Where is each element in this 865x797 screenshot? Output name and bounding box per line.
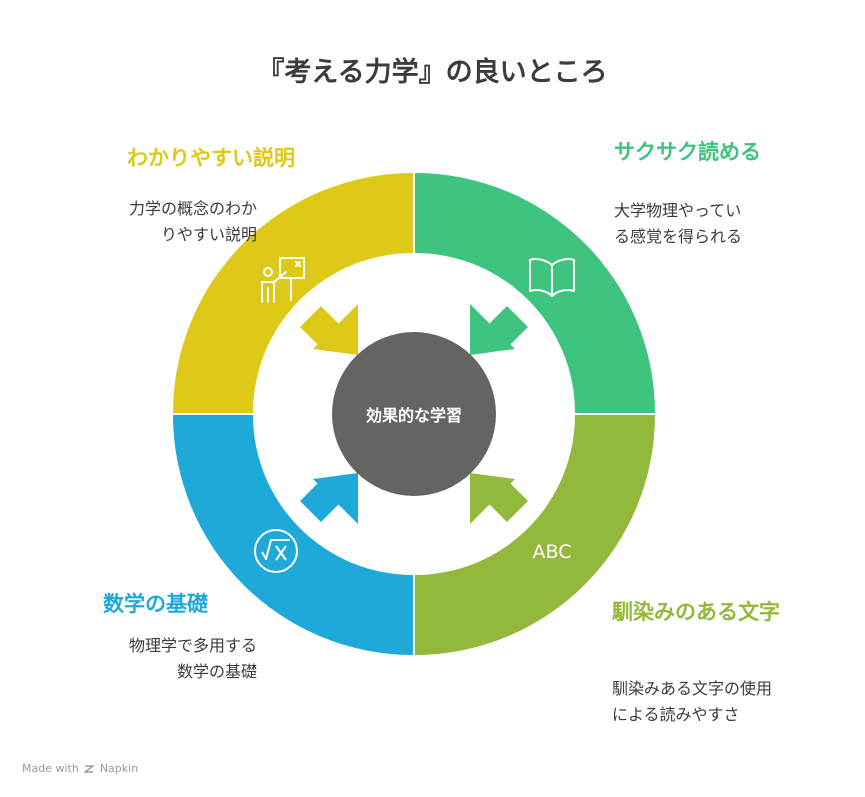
description-line: 力学の概念のわか xyxy=(128,199,257,218)
footer-credit: Made with Napkin xyxy=(22,762,138,775)
segment-bottom-left xyxy=(173,415,413,655)
arrow-bottom-right xyxy=(470,473,528,524)
page-title: 『考える力学』の良いところ xyxy=(257,57,608,88)
center-label: 効果的な学習 xyxy=(366,406,462,425)
footer-brand: Napkin xyxy=(99,762,139,775)
description-line: による読みやすさ xyxy=(612,705,740,724)
abc-text-icon: ABC xyxy=(533,541,572,563)
description-line: りやすい説明 xyxy=(160,225,257,244)
square-root-icon xyxy=(254,529,298,573)
open-book-icon xyxy=(529,258,575,297)
description-bottom-right: 馴染みある文字の使用 による読みやすさ xyxy=(612,676,772,728)
segment-top-right xyxy=(415,173,655,413)
description-line: る感覚を得られる xyxy=(614,227,743,246)
arrow-top-left xyxy=(300,304,358,355)
center-circle xyxy=(332,332,496,496)
arrow-top-right xyxy=(470,304,528,355)
description-top-right: 大学物理やってい る感覚を得られる xyxy=(614,198,742,250)
heading-bottom-right: 馴染みのある文字 xyxy=(612,600,780,624)
description-top-left: 力学の概念のわか りやすい説明 xyxy=(129,196,257,248)
segment-bottom-right xyxy=(415,415,655,655)
description-line: 大学物理やってい xyxy=(614,201,742,220)
arrow-bottom-left xyxy=(300,473,358,524)
description-line: 馴染みある文字の使用 xyxy=(612,679,773,698)
heading-bottom-left: 数学の基礎 xyxy=(103,592,208,616)
teacher-whiteboard-icon xyxy=(261,257,305,303)
segment-top-left xyxy=(173,173,413,413)
heading-top-right: サクサク読める xyxy=(614,140,761,164)
description-line: 数学の基礎 xyxy=(176,662,257,681)
description-bottom-left: 物理学で多用する 数学の基礎 xyxy=(129,633,257,685)
footer-made-with: Made with xyxy=(22,762,79,775)
heading-top-left: わかりやすい説明 xyxy=(127,146,295,170)
description-line: 物理学で多用する xyxy=(128,636,257,655)
napkin-logo-icon xyxy=(84,765,95,773)
